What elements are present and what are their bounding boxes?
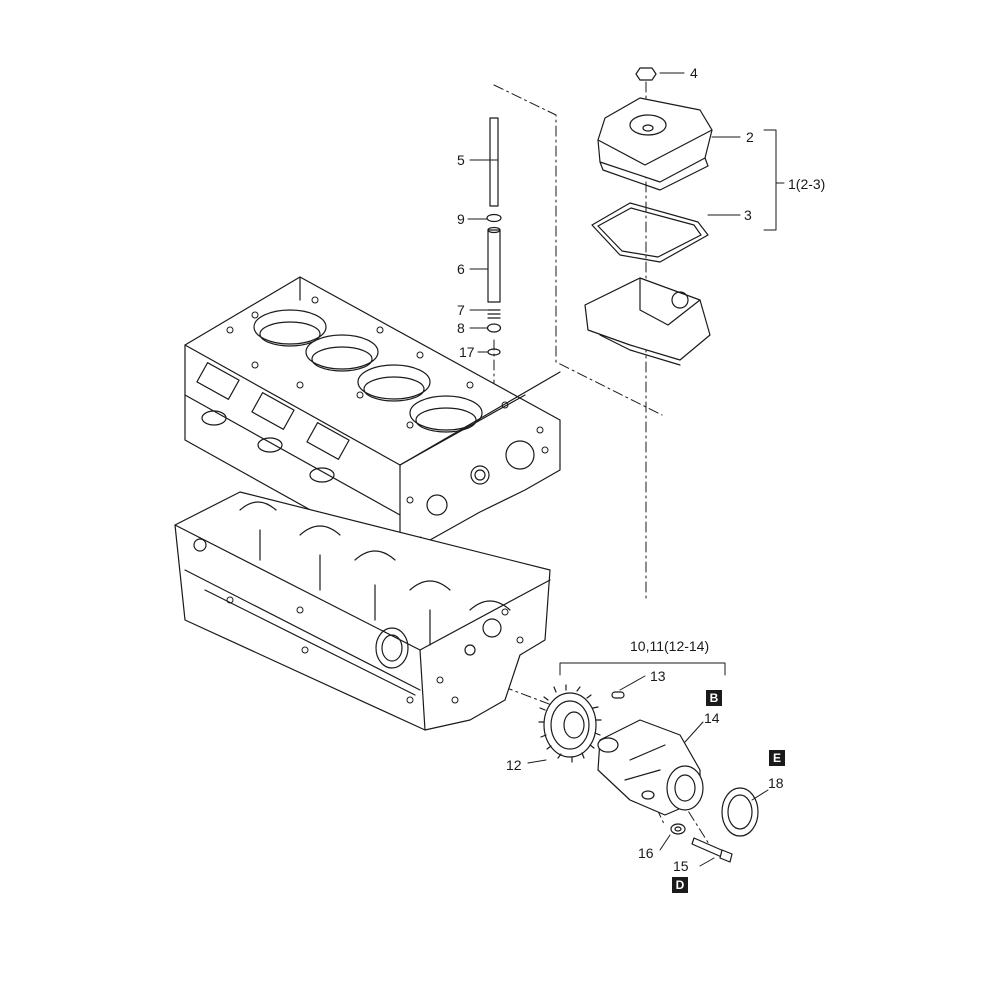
pump-group xyxy=(538,684,759,863)
callout-8: 8 xyxy=(457,320,465,336)
o-ring-part-9 xyxy=(486,213,502,223)
washer-part-8 xyxy=(486,323,502,333)
callout-13: 13 xyxy=(650,668,666,684)
cover-assembly xyxy=(584,67,713,366)
cylinder-bore xyxy=(253,309,327,345)
callout-4: 4 xyxy=(690,65,698,81)
cover-part-2 xyxy=(597,97,713,183)
key-part-13 xyxy=(611,691,625,699)
callout-12: 12 xyxy=(506,757,522,773)
gear-part-12 xyxy=(538,684,602,763)
spring-part-7 xyxy=(487,309,501,319)
reference-badge-b: B xyxy=(706,690,722,706)
washer-part-16 xyxy=(670,823,686,835)
callout-17: 17 xyxy=(459,344,475,360)
callout-18: 18 xyxy=(768,775,784,791)
callout-7: 7 xyxy=(457,302,465,318)
callout-1: 1(2-3) xyxy=(788,176,826,192)
nut-part-4 xyxy=(635,67,657,81)
cylinder-bore xyxy=(409,395,483,431)
sleeve-part-6 xyxy=(487,229,501,303)
rod-part-5 xyxy=(489,117,499,207)
callout-3: 3 xyxy=(744,207,752,223)
callout-5: 5 xyxy=(457,152,465,168)
crankcase xyxy=(174,491,551,731)
rod-assembly xyxy=(486,117,502,356)
callout-2: 2 xyxy=(746,129,754,145)
callout-15: 15 xyxy=(673,858,689,874)
cylinder-bore xyxy=(305,334,379,370)
callout-16: 16 xyxy=(638,845,654,861)
callout-14: 14 xyxy=(704,710,720,726)
callout-6: 6 xyxy=(457,261,465,277)
cylinder-bore xyxy=(357,364,431,400)
callout-10: 10,11(12-14) xyxy=(630,638,710,654)
reference-badge-d: D xyxy=(672,877,688,893)
reference-badge-e: E xyxy=(769,750,785,766)
cylinder-head xyxy=(184,276,561,561)
leader-lines xyxy=(467,72,785,867)
cover-base xyxy=(584,277,711,361)
gasket-part-3 xyxy=(591,202,709,263)
callout-9: 9 xyxy=(457,211,465,227)
